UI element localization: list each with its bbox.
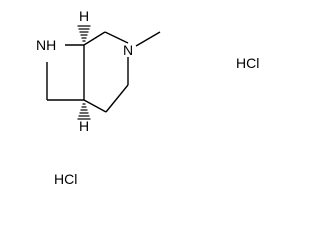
salt-label-hcl-right: HCl xyxy=(236,55,259,71)
chemical-structure-canvas: NH N H H HCl HCl xyxy=(36,8,260,187)
atom-label-h-top: H xyxy=(79,8,89,24)
atom-label-h-bottom: H xyxy=(79,118,89,134)
hashed-wedge-top xyxy=(77,25,91,42)
salt-label-hcl-bottom: HCl xyxy=(54,171,77,187)
molecule-drawing: NH N H H HCl HCl xyxy=(36,8,259,187)
bond-c2-n3 xyxy=(104,31,129,44)
atom-label-nh: NH xyxy=(36,37,56,53)
hashed-wedge-bottom xyxy=(77,103,91,120)
atom-label-n: N xyxy=(123,42,133,58)
bond-c1-c2 xyxy=(83,31,106,46)
bond-c4-c5 xyxy=(105,84,129,113)
bond-c5-c6 xyxy=(83,99,107,113)
bond-n3-methyl xyxy=(135,31,161,47)
